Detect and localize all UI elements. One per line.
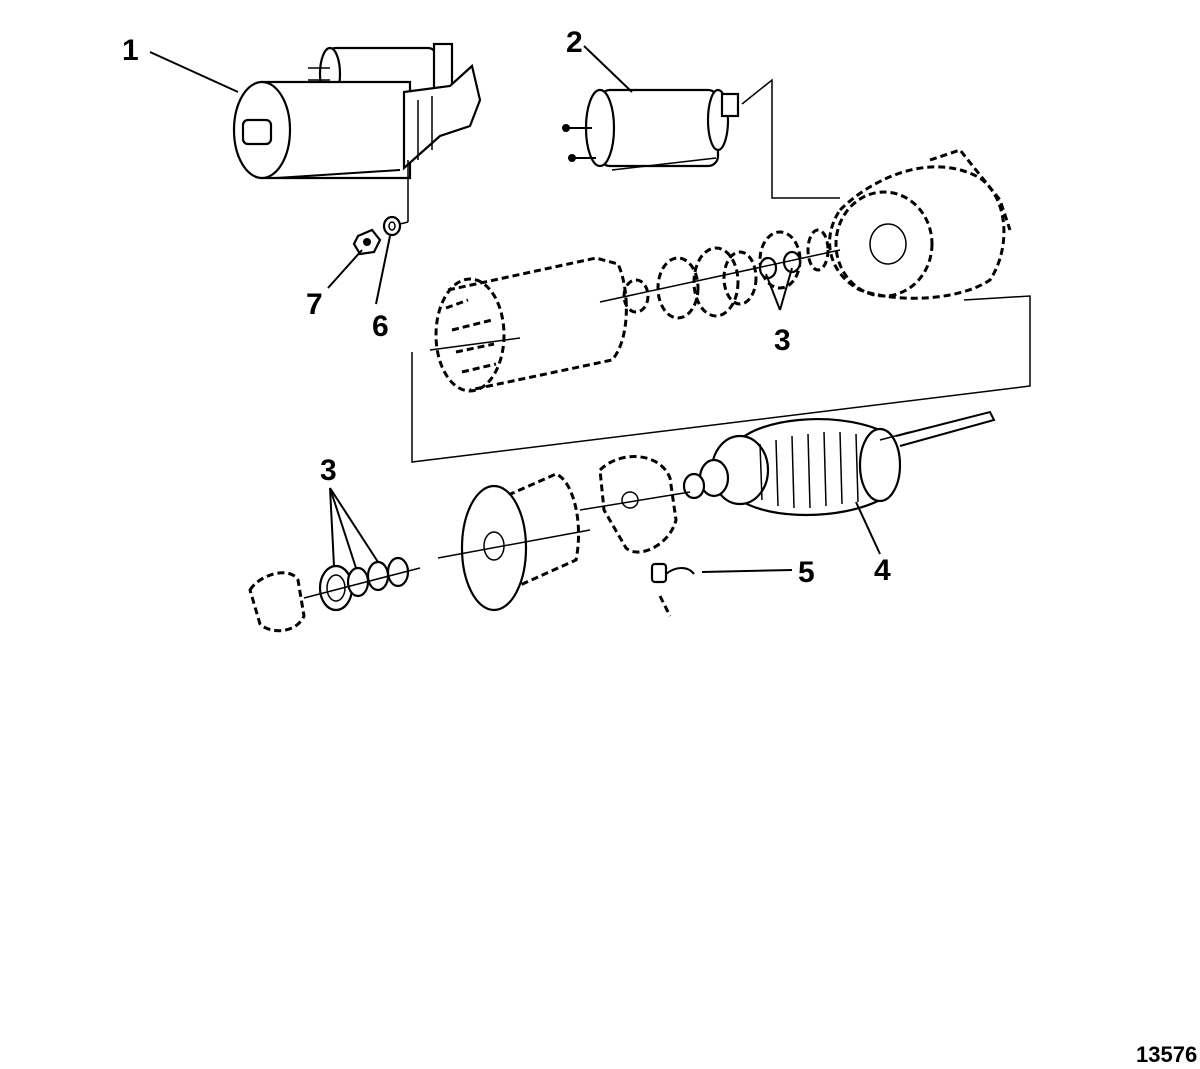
- callout-3-lower: 3: [320, 454, 337, 487]
- callout-4: 4: [874, 554, 891, 587]
- solenoid-bracket-line: [741, 78, 840, 199]
- drive-pinion-clutch: [599, 228, 841, 320]
- starter-motor-assembly: [232, 42, 482, 180]
- callout-leaders: [149, 45, 881, 573]
- brush-holder-plate: [579, 455, 691, 554]
- callout-5: 5: [798, 556, 815, 589]
- callout-2: 2: [566, 26, 583, 59]
- callout-3-lower-leaders: [329, 487, 379, 569]
- assembly-bracket-line: [411, 295, 1031, 463]
- callout-3-upper-leaders: [765, 267, 793, 311]
- solenoid: [562, 88, 740, 171]
- drive-end-housing: [828, 148, 1012, 300]
- callout-1: 1: [122, 34, 139, 67]
- field-frame-housing: [429, 256, 628, 393]
- callout-7: 7: [306, 288, 323, 321]
- figure-number: 13576: [1136, 1042, 1197, 1067]
- callout-6: 6: [372, 310, 389, 343]
- armature: [682, 410, 996, 517]
- callout-3-upper: 3: [774, 324, 791, 357]
- commutator-end-frame: [437, 472, 591, 612]
- end-cap-and-washers: [248, 556, 421, 633]
- brush: [650, 562, 695, 617]
- nut-and-washer: [352, 160, 409, 256]
